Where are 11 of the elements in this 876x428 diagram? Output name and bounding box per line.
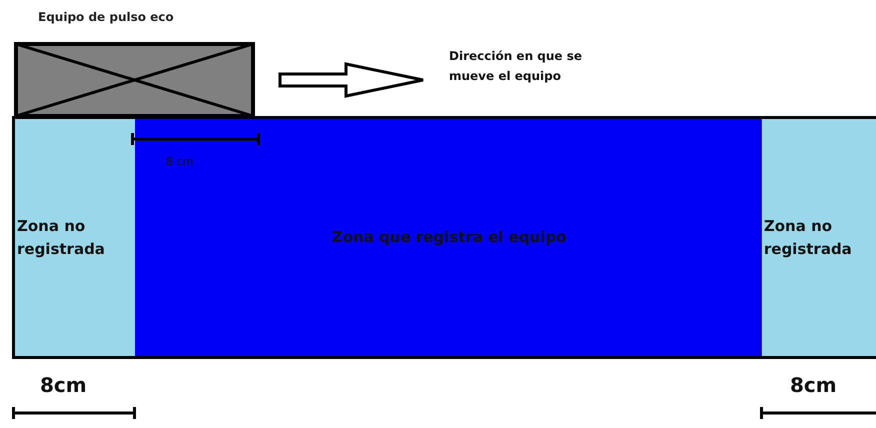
zone-text: Zona no registrada <box>16 216 106 260</box>
unrecorded-zone <box>15 119 136 356</box>
dimension-text: 8cm <box>790 373 837 397</box>
zone-text: Zona no registrada <box>762 216 853 260</box>
recorded-zone <box>135 119 761 356</box>
zone-text: Zona que registra el equipo <box>330 227 566 248</box>
device-heading: Equipo de pulso eco <box>38 10 174 24</box>
dimension-text: 8cm <box>40 373 87 397</box>
dimension-text: 8 cm <box>166 155 194 168</box>
unrecorded-zone <box>760 119 876 356</box>
direction-text: Dirección en que se mueve el equipo <box>449 48 584 85</box>
